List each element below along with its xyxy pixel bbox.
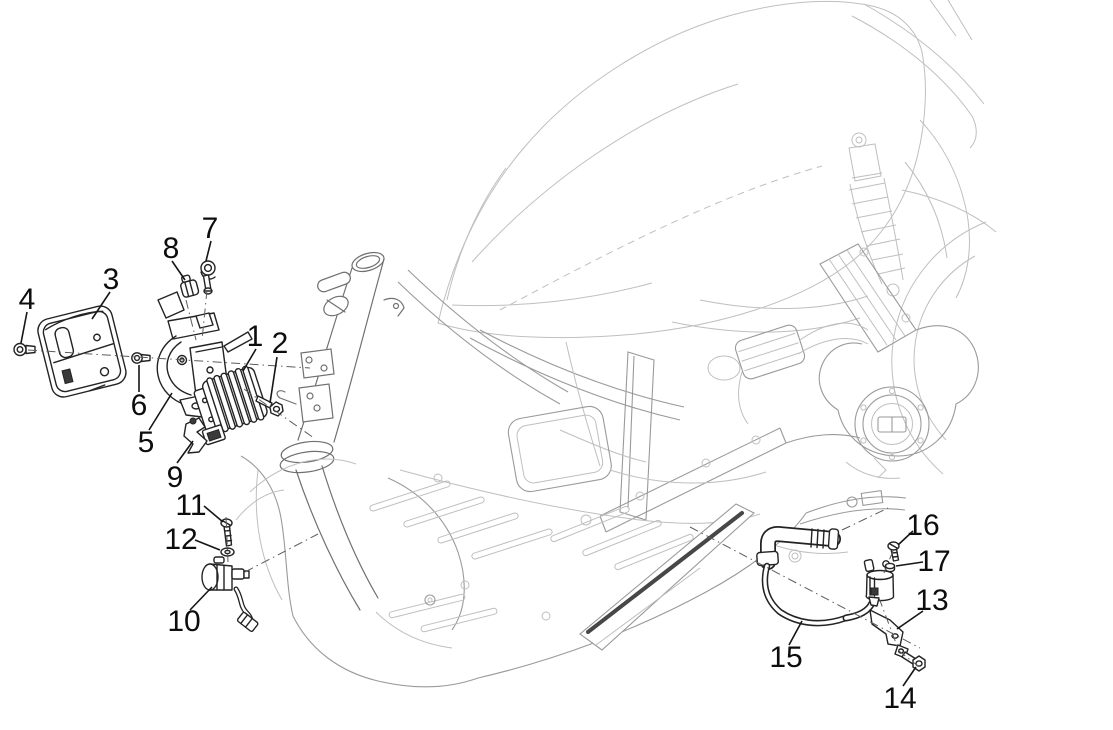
callout-label-9: 9 [167,461,184,494]
frame-members [397,269,861,533]
footboard-ribs [369,480,694,633]
part-ecu-bolt [13,342,36,357]
axis-lines [27,289,921,667]
callout-label-13: 13 [915,584,948,617]
part-sensor-screw [220,518,233,547]
callout-label-2: 2 [272,327,289,360]
callout-label-5: 5 [138,426,155,459]
part-voltage-regulator [193,365,268,446]
callout-label-3: 3 [103,263,120,296]
leader-10 [189,586,213,611]
callout-label-6: 6 [131,389,148,422]
scooter-seat [437,0,926,339]
callout-labels: 1 2 3 4 5 6 7 8 9 10 11 12 13 14 15 16 1… [19,212,951,715]
engine-case [818,243,979,479]
leader-7 [205,240,212,262]
callout-label-14: 14 [883,682,916,715]
part-sensor-with-cable [201,556,259,632]
steering-column [235,251,405,611]
part-ecu [37,305,127,398]
callout-label-7: 7 [202,212,219,245]
leader-5 [148,392,173,431]
part-ignition-coil [863,558,895,607]
rear-wheel [891,189,997,475]
leader-13 [896,610,924,630]
part-regulator-bolt [255,395,284,417]
leader-2 [269,356,278,404]
part-coil-bracket [869,609,909,659]
leader-16 [897,530,914,546]
engine-cylinder-and-hoses [707,322,869,425]
leader-3 [91,291,111,320]
leader-17 [895,561,924,567]
callout-label-15: 15 [769,641,802,674]
part-cable-clip [183,417,208,454]
leader-14 [902,666,917,687]
leader-11 [203,505,224,523]
leader-1 [242,348,257,372]
callout-label-1: 1 [247,320,264,353]
part-spark-plug-cable [756,525,876,627]
callout-label-11: 11 [175,489,206,522]
callout-label-4: 4 [19,283,36,316]
leader-12 [194,539,221,551]
floorboard [240,455,907,688]
callout-label-12: 12 [164,523,197,556]
callout-label-8: 8 [163,232,180,265]
callout-label-16: 16 [906,509,939,542]
part-coil-nut [884,562,896,573]
leader-8 [171,260,186,281]
part-bracket-bolt [901,651,926,672]
part-cable-clamp [180,274,200,298]
leader-4 [20,311,28,344]
part-cable-clamp-with-screw [200,260,216,295]
scooter-rear-body [671,0,985,333]
leader-15 [788,620,803,646]
callout-label-10: 10 [167,605,200,638]
leader-9 [176,440,194,464]
callout-label-17: 17 [917,545,950,578]
part-coil-screw [887,541,900,562]
leader-lines [20,240,924,687]
